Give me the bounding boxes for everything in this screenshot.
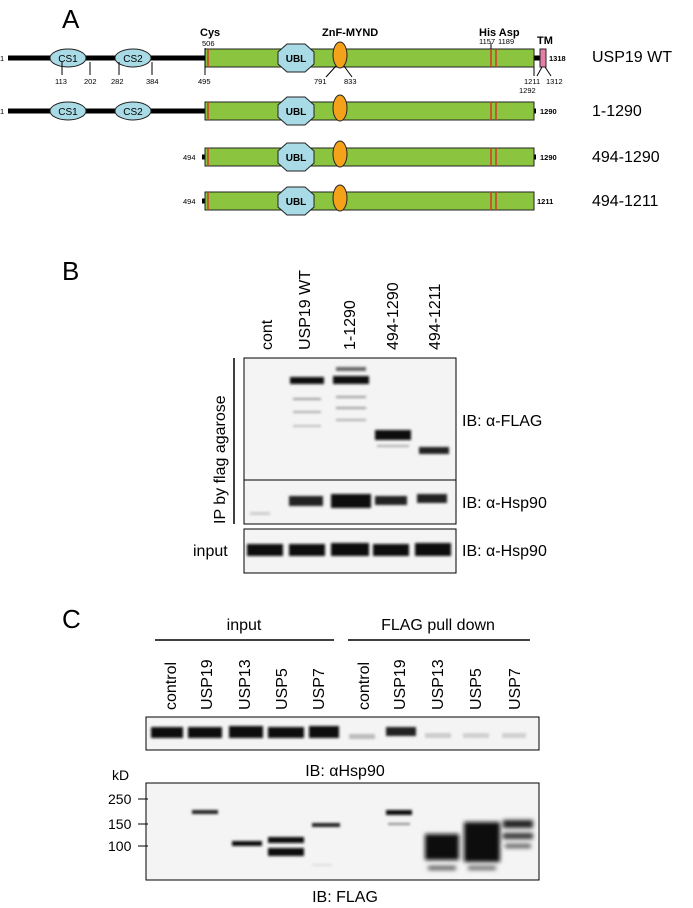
lane-c-5: USP7 — [311, 668, 328, 710]
marker-150: 150 — [108, 816, 132, 832]
label-his-asp: His Asp — [479, 27, 520, 39]
construct-name-494-1211: 494-1211 — [592, 193, 659, 210]
cs1-domain — [49, 101, 87, 121]
start-494-1211: 494 — [183, 197, 196, 206]
construct-1-1290: CS1 CS2 UBL 1 1290 1-1290 — [0, 94, 642, 126]
group-input-label: input — [227, 617, 262, 634]
lane-b-494-1290: 494-1290 — [385, 282, 402, 350]
construct-494-1211: UBL 494 1211 494-1211 — [183, 184, 659, 216]
ubl-label: UBL — [286, 54, 307, 65]
end-494-1211: 1211 — [537, 197, 553, 206]
construct-494-1290: UBL 494 1290 494-1290 — [183, 140, 660, 172]
ubl-label: UBL — [286, 107, 307, 118]
ubl-label: UBL — [286, 153, 307, 164]
cs2-label: CS2 — [123, 107, 143, 118]
marker-250: 250 — [108, 791, 132, 807]
znf-domain — [332, 140, 348, 168]
blot-c-flag: kD 250 150 100 — [108, 767, 540, 906]
label-znf-mynd: ZnF-MYND — [322, 27, 378, 39]
label-tm: TM — [537, 35, 553, 47]
panel-a: A Cys ZnF-MYND His Asp TM CS1 CS2 UBL — [0, 4, 672, 216]
lane-c-8: USP13 — [430, 659, 447, 710]
cs1-domain — [49, 48, 87, 68]
ib-hsp90-c: IB: αHsp90 — [305, 763, 385, 780]
znf-domain — [332, 94, 348, 122]
num-1157: 1157 — [479, 37, 495, 46]
construct-name-494-1290: 494-1290 — [592, 149, 660, 166]
construct-name-wt: USP19 WT — [592, 49, 672, 66]
lane-c-4: USP5 — [274, 668, 291, 710]
cs2-domain — [114, 101, 152, 121]
panel-c: C input FLAG pull down control USP19 USP… — [62, 604, 540, 906]
lane-c-1: control — [163, 662, 180, 710]
znf-domain — [332, 41, 348, 69]
num-1: 1 — [0, 54, 4, 63]
ubl-label: UBL — [286, 197, 307, 208]
panel-c-letter: C — [62, 604, 81, 634]
lane-c-7: USP19 — [392, 659, 409, 710]
num-282: 282 — [111, 77, 124, 86]
num-495: 495 — [198, 77, 211, 86]
ib-hsp90-input-b: IB: α-Hsp90 — [462, 543, 547, 560]
lane-b-cont: cont — [259, 319, 276, 350]
num-1189: 1189 — [498, 37, 514, 46]
num-1211: 1211 — [524, 77, 540, 86]
construct-name-1-1290: 1-1290 — [592, 103, 642, 120]
tm-domain — [539, 48, 547, 68]
lane-c-3: USP13 — [237, 659, 254, 710]
lane-b-494-1211: 494-1211 — [427, 283, 444, 350]
ib-hsp90-ip-b: IB: α-Hsp90 — [462, 495, 547, 512]
lane-c-6: control — [356, 662, 373, 710]
start-494-1290: 494 — [183, 153, 196, 162]
lane-b-1-1290: 1-1290 — [342, 300, 359, 350]
group-pulldown-label: FLAG pull down — [381, 617, 495, 634]
construct-wt: CS1 CS2 UBL 1 113 202 282 384 — [0, 37, 672, 95]
cs2-domain — [114, 48, 152, 68]
blot-b-hsp90-input: input IB: α-Hsp90 — [193, 528, 547, 574]
cs2-label: CS2 — [123, 54, 143, 65]
blot-b-flag: IB: α-FLAG — [243, 357, 542, 481]
num-202: 202 — [84, 77, 97, 86]
panel-b: B cont USP19 WT 1-1290 494-1290 494-1211… — [62, 256, 547, 574]
marker-100: 100 — [108, 838, 132, 854]
num-833: 833 — [344, 77, 357, 86]
num-1318: 1318 — [549, 54, 566, 63]
input-label-b: input — [193, 543, 228, 560]
lane-c-2: USP19 — [199, 659, 216, 710]
ib-flag-b: IB: α-FLAG — [462, 413, 542, 430]
start-1-1290: 1 — [0, 107, 4, 116]
end-494-1290: 1290 — [540, 153, 557, 162]
ib-flag-c: IB: FLAG — [312, 889, 378, 906]
label-cys: Cys — [200, 27, 220, 39]
ubl-domain — [277, 142, 315, 172]
num-384: 384 — [146, 77, 159, 86]
lane-b-usp19wt: USP19 WT — [297, 270, 314, 350]
cs1-label: CS1 — [58, 107, 78, 118]
num-506: 506 — [202, 39, 215, 48]
num-791: 791 — [314, 77, 327, 86]
ubl-domain — [277, 96, 315, 126]
blot-c-hsp90: IB: αHsp90 — [145, 716, 540, 780]
ubl-domain — [277, 43, 315, 73]
num-1292-vis: 1292 — [519, 86, 536, 95]
blot-b-hsp90-ip: IB: α-Hsp90 — [243, 479, 547, 525]
kd-label: kD — [112, 767, 129, 783]
znf-domain — [332, 184, 348, 212]
end-1-1290: 1290 — [540, 107, 557, 116]
ip-side-label: IP by flag agarose — [212, 395, 229, 524]
cs1-label: CS1 — [58, 54, 78, 65]
lane-c-10: USP7 — [507, 668, 524, 710]
lane-c-9: USP5 — [468, 668, 485, 710]
num-113: 113 — [55, 77, 67, 86]
ubl-domain — [277, 186, 315, 216]
num-1312: 1312 — [546, 77, 563, 86]
panel-b-letter: B — [62, 256, 79, 286]
panel-a-letter: A — [62, 4, 80, 34]
